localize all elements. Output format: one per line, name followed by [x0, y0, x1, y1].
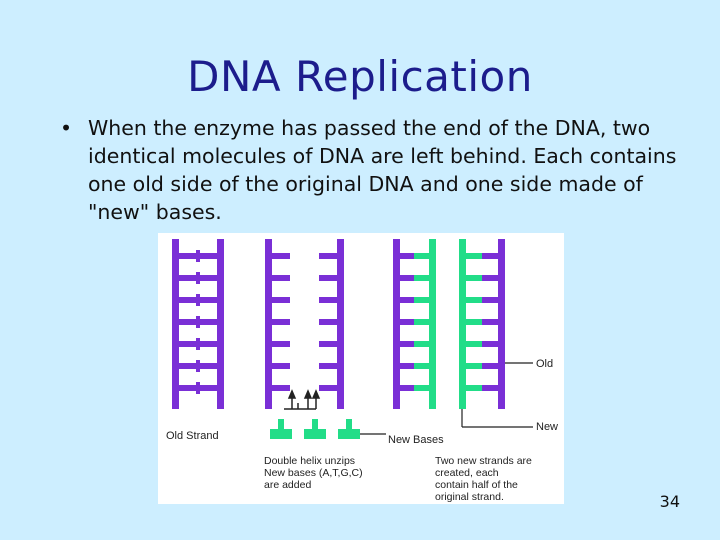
label-old-strand: Old Strand: [166, 430, 219, 442]
bullet-marker: •: [60, 116, 73, 140]
slide-title: DNA Replication: [187, 52, 533, 101]
label-old: Old: [536, 358, 553, 370]
caption-left-line-2: New bases (A,T,G,C): [264, 467, 363, 479]
dna-replication-diagram: Old Strand New Bases Old New Double heli…: [158, 233, 564, 504]
caption-left-line-1: Double helix unzips: [264, 455, 355, 467]
caption-right-line-4: original strand.: [435, 491, 504, 503]
label-new: New: [536, 421, 558, 433]
bullet-text: When the enzyme has passed the end of th…: [88, 116, 677, 224]
page-number: 34: [659, 492, 680, 511]
caption-right-line-3: contain half of the: [435, 479, 518, 491]
daughter-molecules: [393, 239, 533, 428]
caption-right-line-2: created, each: [435, 467, 499, 479]
original-dna-ladder: [172, 239, 224, 409]
caption-right-line-1: Two new strands are: [435, 455, 532, 467]
unzipped-strands: [265, 239, 386, 439]
bullet-point: • When the enzyme has passed the end of …: [60, 114, 690, 226]
label-new-bases: New Bases: [388, 434, 444, 446]
caption-left-line-3: are added: [264, 479, 311, 491]
